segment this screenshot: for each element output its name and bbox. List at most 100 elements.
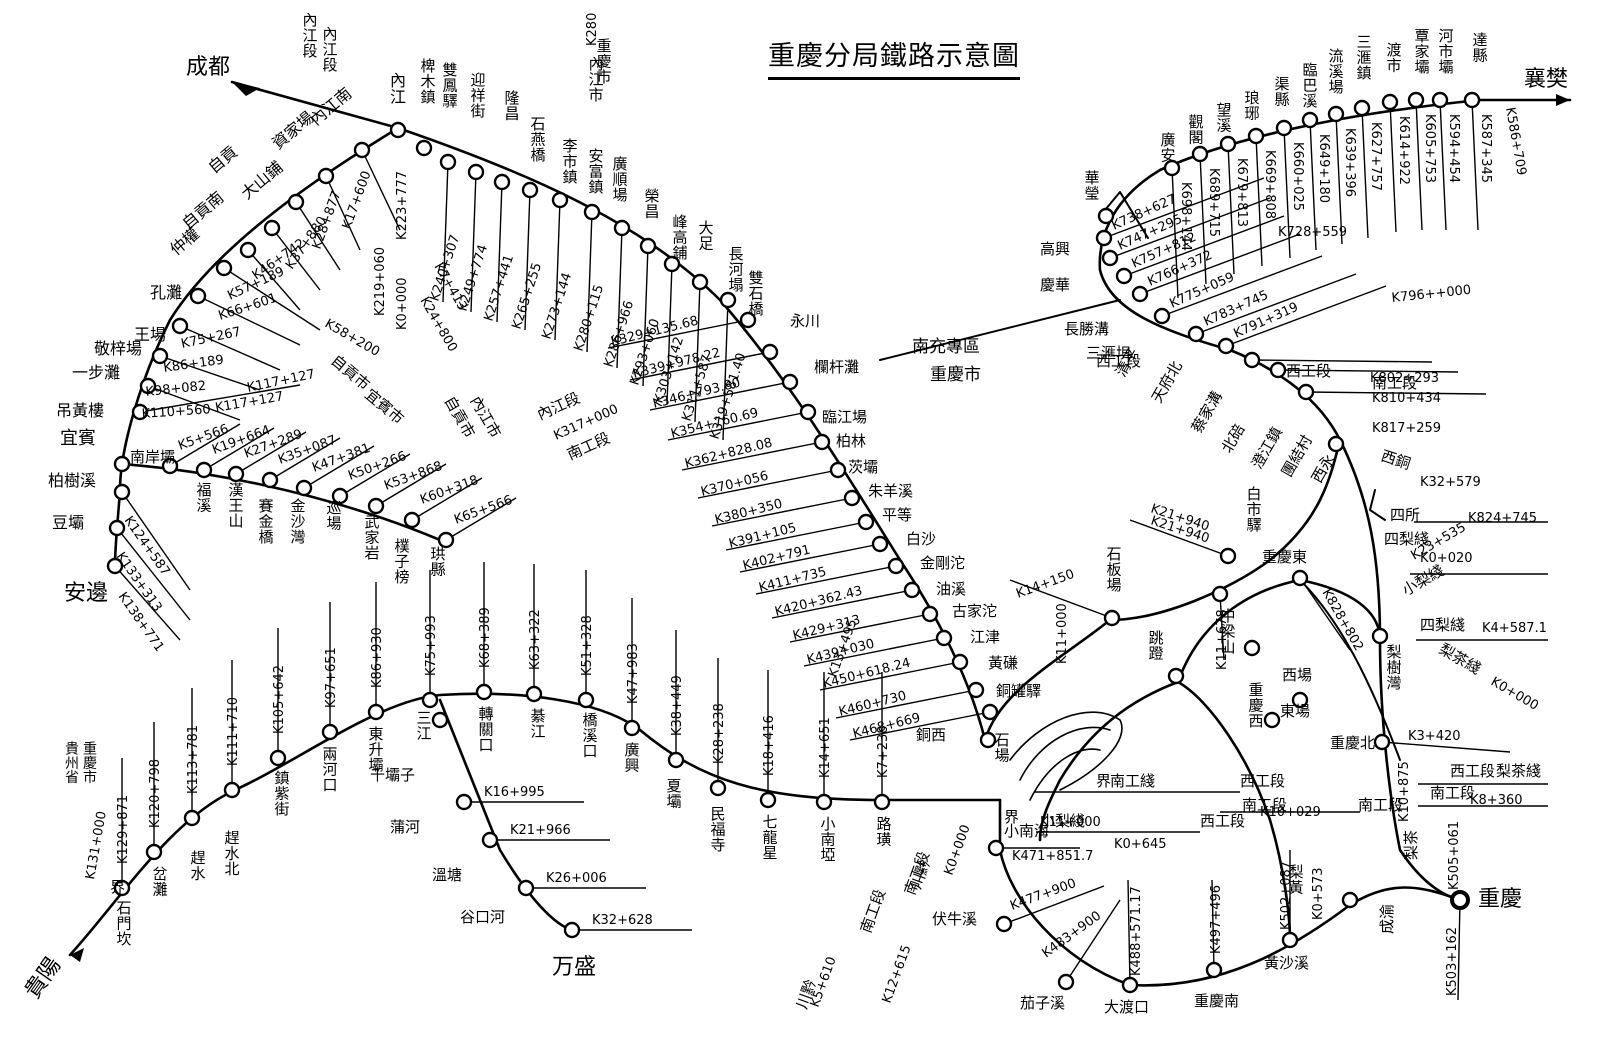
station-name: 李市鎮 [562, 137, 577, 186]
km-marker: K502+087 [1279, 861, 1294, 930]
svg-text:橋: 橋 [258, 528, 273, 546]
xiangfan-arrow-icon [1556, 94, 1570, 106]
svg-text:足: 足 [698, 235, 713, 253]
station-name: 跳蹬 [1148, 629, 1163, 662]
km-marker: K219+060 [373, 247, 388, 316]
station-流溪場 [1329, 107, 1343, 121]
km-marker: K0+645 [1114, 837, 1167, 852]
svg-text:街: 街 [274, 800, 289, 818]
station-白市驛 [1221, 549, 1235, 563]
station-團結村 [1299, 385, 1313, 399]
station-name: 金剛沱 [920, 554, 965, 572]
km-marker: K12+615 [880, 943, 915, 1005]
km-marker: K728+559 [1278, 225, 1347, 240]
station-蔡家溝 [1219, 339, 1233, 353]
station-小南海 [989, 841, 1003, 855]
station-宜賓 [115, 457, 129, 471]
station-覃家壩 [1409, 93, 1423, 107]
station-name: 一步灘 [72, 363, 120, 382]
section-label: 界 [1096, 772, 1111, 790]
station-name: 澄江鎮 [1248, 424, 1286, 472]
station-name: 渠縣 [1274, 75, 1289, 108]
station-路璜 [875, 795, 889, 809]
km-marker: K411+735 [757, 565, 828, 596]
section-label: 成渝 [1378, 904, 1396, 934]
station-伏牛溪 [997, 917, 1011, 931]
station-name: 欄杆灘 [814, 358, 859, 376]
station-name: 綦江 [530, 707, 545, 740]
station-峰高鋪 [693, 275, 707, 289]
svg-text:驛: 驛 [1246, 516, 1261, 534]
station-慶華 [1103, 251, 1117, 265]
station-金沙灣 [297, 481, 311, 495]
station-油溪 [923, 607, 937, 621]
station-雙石橋 [763, 345, 777, 359]
station-name: 茄子溪 [1020, 994, 1065, 1012]
station-name: 吊黃樓 [56, 401, 104, 420]
station-柏樹溪 [115, 485, 129, 499]
section-label: 小梨綫 [1040, 812, 1085, 830]
station-隆昌 [523, 183, 537, 197]
section-label: 西工段 [1200, 812, 1245, 830]
direction-label: 重慶市 [83, 742, 97, 787]
station-name: 白沙 [906, 530, 936, 548]
station-name: 橋溪口 [582, 711, 597, 760]
km-leader [1416, 100, 1422, 230]
direction-label: 宜賓市 [361, 385, 407, 428]
km-marker: K639+396 [1342, 128, 1357, 197]
station-孔灘 [191, 289, 205, 303]
station-name: 天府北 [1148, 358, 1186, 406]
svg-text:橋: 橋 [530, 146, 545, 164]
station-古家沱 [937, 631, 951, 645]
km-marker: K68+389 [478, 607, 493, 668]
station-name: 江津 [970, 628, 1000, 646]
km-marker: K679+813 [1234, 158, 1249, 227]
km-marker: K131+000 [83, 810, 110, 881]
svg-text:蹬: 蹬 [1148, 645, 1163, 663]
station-重慶南 [1207, 963, 1221, 977]
km-leader [1252, 360, 1432, 362]
station-name: 轉關口 [478, 705, 493, 754]
km-marker: K28+238 [712, 703, 727, 764]
km-marker: K669+808 [1262, 150, 1277, 219]
km-marker: K47+983 [626, 643, 641, 704]
svg-text:閣: 閣 [1188, 129, 1203, 147]
station-name: 銅罐驛 [996, 682, 1041, 700]
station-name: 長河塌 [728, 245, 743, 294]
svg-text:市: 市 [1386, 57, 1401, 75]
km-marker: K32+628 [592, 913, 653, 928]
section-label: 西工段 [1286, 362, 1331, 380]
station-name: 北碚 [1218, 421, 1249, 456]
station-谷口河 [519, 881, 533, 895]
station-金剛沱 [905, 583, 919, 597]
station-name: 榮昌 [644, 187, 659, 220]
km-marker: K828+802 [1319, 587, 1367, 654]
svg-text:山: 山 [228, 512, 243, 530]
km-marker: K26+006 [546, 871, 607, 886]
km-marker: K497+496 [1209, 885, 1224, 954]
station-雙鳳驛 [469, 165, 483, 179]
direction-label: 內江段 [302, 11, 317, 60]
svg-text:昌: 昌 [644, 203, 659, 221]
svg-text:口: 口 [478, 736, 493, 754]
station-平等 [873, 537, 887, 551]
station-安富鎮 [615, 221, 629, 235]
svg-text:市: 市 [83, 769, 97, 786]
svg-text:壩: 壩 [1438, 58, 1453, 76]
station-長勝溝 [1117, 269, 1131, 283]
km-marker: K17+600 [340, 169, 375, 231]
svg-text:西: 西 [1248, 712, 1263, 730]
svg-text:星: 星 [762, 844, 777, 862]
station-name: 三滙鎮 [1356, 33, 1371, 82]
station-name: 廣興 [624, 741, 639, 774]
station-name: 重慶西 [1248, 681, 1263, 730]
svg-text:安: 安 [1160, 147, 1175, 165]
km-marker: K86+189 [162, 353, 224, 376]
station-name: 蔡家溝 [1188, 388, 1226, 436]
station-name: 石場 [994, 731, 1009, 764]
station-name: 東場 [1280, 702, 1310, 720]
station-name: 岔灘 [152, 865, 167, 898]
svg-text:江: 江 [416, 725, 431, 743]
station-name: 河市壩 [1438, 27, 1453, 76]
km-marker: K660+025 [1290, 142, 1305, 211]
